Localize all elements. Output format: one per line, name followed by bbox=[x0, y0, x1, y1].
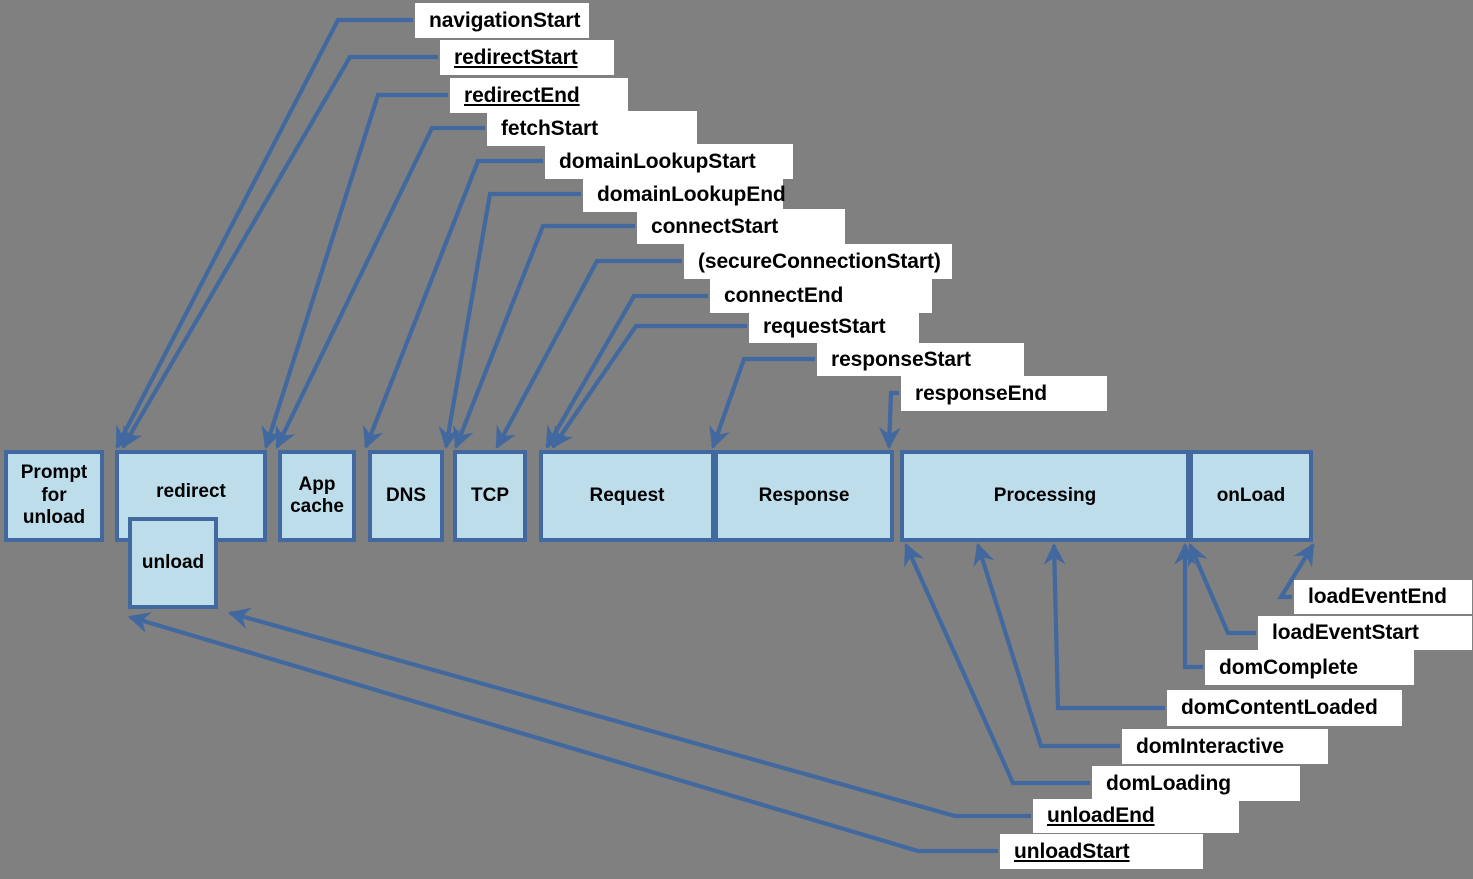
phase-label: onLoad bbox=[1216, 484, 1286, 506]
wire-loadEventStart bbox=[1187, 542, 1256, 636]
phase-label: Prompt for unload bbox=[20, 462, 88, 529]
label-text: requestStart bbox=[763, 314, 886, 338]
label-text: redirectEnd bbox=[464, 83, 580, 107]
phase-label: Request bbox=[589, 484, 665, 506]
label-secureConnectionStart[interactable]: (secureConnectionStart) bbox=[684, 244, 952, 279]
phase-request[interactable]: Request bbox=[539, 450, 715, 542]
label-domainLookupEnd[interactable]: domainLookupEnd bbox=[583, 177, 786, 212]
label-connectEnd[interactable]: connectEnd bbox=[710, 279, 932, 313]
phase-label: unload bbox=[141, 551, 205, 573]
phase-dns[interactable]: DNS bbox=[368, 450, 444, 542]
phase-label: TCP bbox=[471, 484, 509, 506]
label-requestStart[interactable]: requestStart bbox=[749, 310, 919, 343]
wire-domComplete bbox=[1174, 542, 1203, 670]
label-redirectStart[interactable]: redirectStart bbox=[440, 40, 614, 75]
label-text: responseStart bbox=[831, 347, 971, 371]
wire-responseEnd bbox=[878, 390, 901, 450]
label-text: loadEventStart bbox=[1272, 621, 1419, 644]
wire-navigationStart bbox=[115, 17, 413, 449]
wire-requestStart bbox=[551, 323, 747, 449]
wire-secureConnectionStart bbox=[495, 258, 682, 449]
label-text: domLoading bbox=[1106, 771, 1231, 795]
label-text: loadEventEnd bbox=[1308, 585, 1447, 608]
phase-label: DNS bbox=[385, 484, 427, 506]
phase-app-cache[interactable]: App cache bbox=[278, 450, 356, 542]
phase-processing[interactable]: Processing bbox=[900, 450, 1190, 542]
phase-label: Processing bbox=[993, 484, 1097, 506]
label-text: fetchStart bbox=[501, 116, 599, 140]
wire-domInteractive bbox=[973, 542, 1120, 749]
wire-domLoading bbox=[904, 543, 1090, 786]
label-text: responseEnd bbox=[915, 381, 1047, 405]
phase-unload[interactable]: unload bbox=[128, 517, 218, 609]
label-text: connectStart bbox=[651, 214, 779, 238]
wire-unloadEnd bbox=[227, 607, 1031, 819]
phase-label: redirect bbox=[156, 480, 226, 502]
label-text: redirectStart bbox=[454, 45, 578, 69]
wire-domainLookupStart bbox=[362, 158, 543, 450]
label-text: domContentLoaded bbox=[1181, 696, 1378, 719]
label-domainLookupStart[interactable]: domainLookupStart bbox=[545, 144, 793, 179]
label-responseStart[interactable]: responseStart bbox=[817, 343, 1024, 376]
wire-connectStart bbox=[453, 223, 635, 450]
wire-unloadStart bbox=[127, 612, 998, 854]
phase-response[interactable]: Response bbox=[714, 450, 894, 542]
label-unloadStart[interactable]: unloadStart bbox=[1000, 834, 1203, 869]
phase-prompt-for-unload[interactable]: Prompt for unload bbox=[4, 450, 104, 542]
wire-redirectStart bbox=[121, 54, 438, 449]
label-text: navigationStart bbox=[429, 8, 581, 32]
label-navigationStart[interactable]: navigationStart bbox=[415, 3, 589, 38]
label-text: connectEnd bbox=[724, 284, 844, 307]
label-responseEnd[interactable]: responseEnd bbox=[901, 376, 1107, 411]
label-domLoading[interactable]: domLoading bbox=[1092, 766, 1300, 801]
wire-redirectEnd bbox=[261, 92, 448, 450]
label-domComplete[interactable]: domComplete bbox=[1205, 650, 1414, 685]
label-unloadEnd[interactable]: unloadEnd bbox=[1033, 799, 1239, 833]
label-text: domainLookupEnd bbox=[597, 182, 786, 206]
label-redirectEnd[interactable]: redirectEnd bbox=[450, 78, 628, 113]
wire-connectEnd bbox=[545, 293, 708, 449]
phase-onload[interactable]: onLoad bbox=[1189, 450, 1313, 542]
label-text: domainLookupStart bbox=[559, 149, 756, 173]
label-domContentLoaded[interactable]: domContentLoaded bbox=[1167, 690, 1402, 726]
label-text: unloadStart bbox=[1014, 839, 1130, 863]
label-text: unloadEnd bbox=[1047, 804, 1155, 827]
wire-fetchStart bbox=[275, 125, 485, 449]
label-text: domComplete bbox=[1219, 655, 1358, 679]
phase-tcp[interactable]: TCP bbox=[453, 450, 527, 542]
phase-label: Response bbox=[758, 484, 850, 506]
label-text: (secureConnectionStart) bbox=[698, 249, 941, 273]
label-text: domInteractive bbox=[1136, 734, 1284, 758]
label-fetchStart[interactable]: fetchStart bbox=[487, 111, 697, 146]
wire-responseStart bbox=[709, 356, 815, 450]
wire-domainLookupEnd bbox=[438, 191, 581, 450]
wire-domContentLoaded bbox=[1043, 542, 1165, 711]
label-loadEventEnd[interactable]: loadEventEnd bbox=[1294, 580, 1472, 614]
phase-label: App cache bbox=[290, 473, 344, 517]
label-domInteractive[interactable]: domInteractive bbox=[1122, 729, 1328, 764]
label-loadEventStart[interactable]: loadEventStart bbox=[1258, 616, 1472, 650]
label-connectStart[interactable]: connectStart bbox=[637, 209, 845, 244]
